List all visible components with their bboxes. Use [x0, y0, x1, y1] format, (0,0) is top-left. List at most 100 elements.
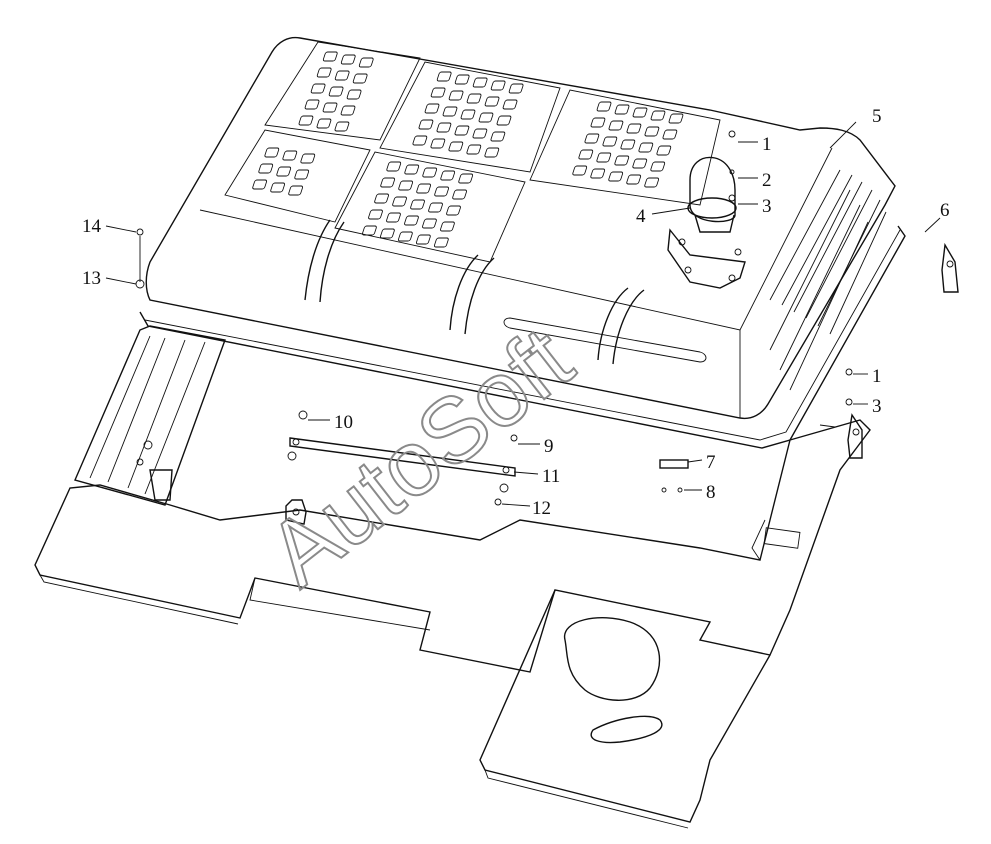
vent-slot [596, 152, 612, 163]
vent-slot [328, 86, 344, 97]
callout-12: 12 [532, 498, 551, 519]
vent-slot [316, 118, 332, 129]
callout-3-lower: 3 [872, 396, 882, 417]
vent-slot [412, 135, 428, 146]
callout-8: 8 [706, 482, 716, 503]
callout-4: 4 [636, 206, 646, 227]
vent-slot [258, 163, 274, 174]
vent-slot [626, 174, 642, 185]
vent-slot [490, 80, 506, 91]
callout-labels: 1 2 3 4 5 6 1 3 7 8 9 10 11 12 13 14 [82, 106, 950, 519]
callout-9: 9 [544, 436, 554, 457]
vent-slot [638, 142, 654, 153]
vent-slot [404, 215, 419, 226]
latch-right-upper [941, 242, 959, 293]
vent-slot [252, 179, 268, 190]
vent-slot [430, 87, 446, 98]
vent-slot [368, 209, 383, 220]
vent-slot [460, 109, 476, 120]
link-rod [285, 437, 516, 525]
vent-slot [448, 90, 464, 101]
left-rail [74, 325, 226, 506]
vent-slot [650, 161, 666, 172]
vent-slot [590, 117, 606, 128]
watermark-text: AutoSoft [250, 308, 591, 606]
vent-slot [502, 99, 518, 110]
callout-6: 6 [940, 200, 950, 221]
callout-3-upper: 3 [762, 196, 772, 217]
vent-slot [440, 221, 455, 232]
vent-slot [572, 165, 588, 176]
vent-slot [282, 150, 298, 161]
vent-slot [466, 93, 482, 104]
vent-slot [300, 153, 316, 164]
vent-slot [448, 141, 464, 152]
callout-1-upper: 1 [762, 134, 772, 155]
vent-slot [294, 169, 310, 180]
callout-1-lower: 1 [872, 366, 882, 387]
vent-slot [334, 70, 350, 81]
callout-5: 5 [872, 106, 882, 127]
vent-slot [466, 144, 482, 155]
vent-slot [415, 234, 431, 245]
vent-slot [472, 77, 488, 88]
vent-slot [404, 164, 420, 175]
vent-slot [310, 83, 326, 94]
vent-slot [454, 74, 470, 85]
vent-slot [668, 113, 684, 124]
vent-slot [644, 126, 660, 137]
vent-slot [380, 177, 396, 188]
vent-slot [608, 120, 624, 131]
vent-slot [596, 101, 612, 112]
vent-slots [252, 51, 684, 248]
vent-slot [584, 133, 600, 144]
vent-slot [454, 125, 470, 136]
vent-slot [508, 83, 524, 94]
vent-slot [602, 136, 618, 147]
vent-slot [484, 147, 500, 158]
vent-slot [436, 71, 452, 82]
leader-lines [105, 121, 941, 507]
vent-slot [386, 161, 402, 172]
vent-slot [346, 89, 362, 100]
vent-slot [422, 167, 438, 178]
vent-slot [452, 189, 467, 200]
callout-7: 7 [706, 452, 716, 473]
callout-10: 10 [334, 412, 353, 433]
vent-slot [626, 123, 642, 134]
vent-slot [380, 228, 395, 239]
vent-slot [398, 180, 414, 191]
vent-slot [590, 168, 606, 179]
vent-slot [374, 193, 389, 204]
vent-slot [442, 106, 458, 117]
vent-slot [386, 212, 401, 223]
vent-slot [472, 128, 488, 139]
floor-plate [34, 419, 871, 829]
vent-slot [428, 202, 443, 213]
callout-2: 2 [762, 170, 772, 191]
vent-slot [632, 107, 648, 118]
vent-slot [422, 218, 437, 229]
vent-slot [614, 104, 630, 115]
vent-slot [358, 57, 374, 68]
vent-slot [322, 102, 338, 113]
vent-slot [352, 73, 368, 84]
vent-slot [340, 105, 356, 116]
vent-slot [418, 119, 434, 130]
side-grille [769, 169, 887, 391]
vent-slot [264, 147, 280, 158]
vent-slot [478, 112, 494, 123]
roof-cover [139, 36, 906, 449]
callout-13: 13 [82, 268, 101, 289]
vent-slot [334, 121, 350, 132]
vent-slot [614, 155, 630, 166]
vent-slot [662, 129, 678, 140]
vent-slot [392, 196, 407, 207]
vent-slot [440, 170, 456, 181]
vent-slot [436, 122, 452, 133]
vent-slot [656, 145, 672, 156]
vent-slot [424, 103, 440, 114]
vent-slot [608, 171, 624, 182]
vent-slot [632, 158, 648, 169]
vent-slot [362, 225, 377, 236]
